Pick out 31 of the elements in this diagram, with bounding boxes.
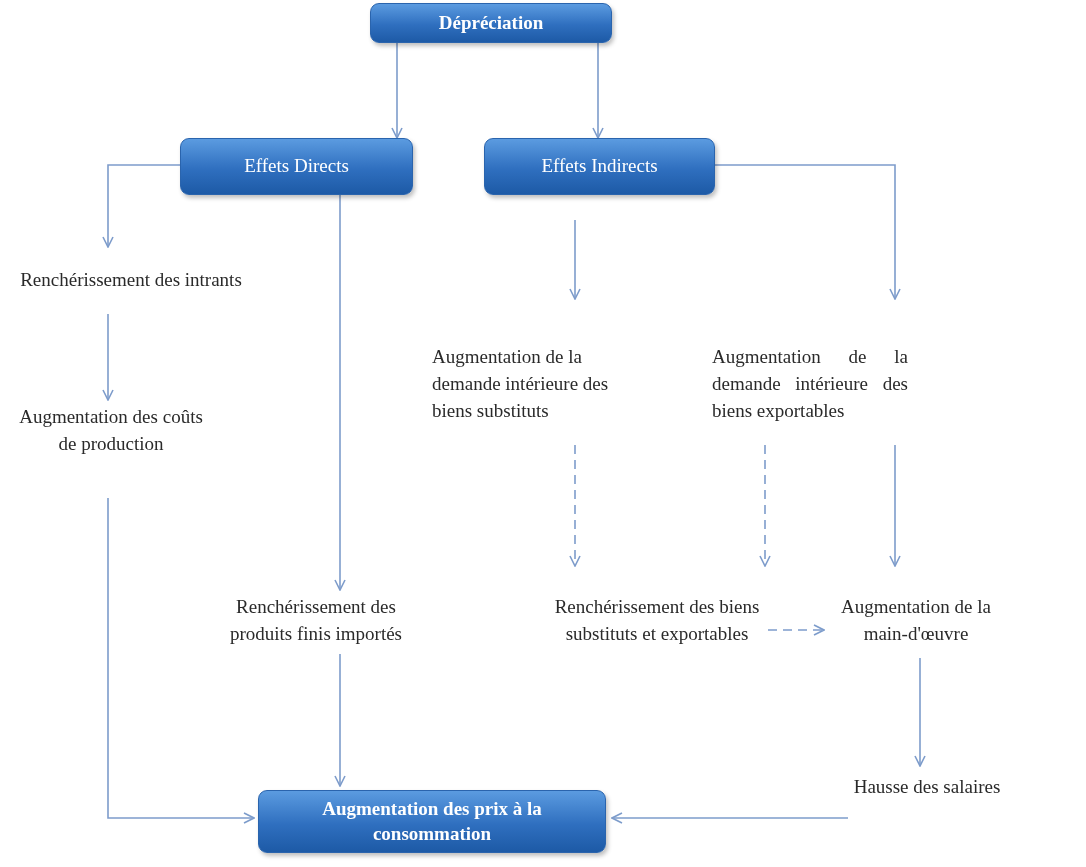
arrow <box>334 653 346 787</box>
arrow <box>102 164 181 248</box>
box-label: Dépréciation <box>438 10 544 35</box>
flow-text: Hausse des salaires <box>852 774 1002 801</box>
arrow <box>759 444 771 567</box>
box-label: Effets Indirects <box>541 154 658 179</box>
flow-text: Renchérissement des produits finis importés <box>228 594 404 648</box>
arrow <box>767 624 825 636</box>
process-box <box>370 3 612 43</box>
arrow <box>107 497 255 824</box>
process-box <box>258 790 606 853</box>
flow-text: Augmentation de la demande intérieure des biens substituts <box>432 344 612 425</box>
process-box <box>484 138 715 195</box>
flow-text: Augmentation des coûts de production <box>18 404 204 458</box>
flow-text: Augmentation de la main-d'œuvre <box>826 594 1006 648</box>
arrow <box>714 164 901 300</box>
process-box <box>180 138 413 195</box>
arrow <box>391 42 403 139</box>
arrow <box>889 444 901 567</box>
box-label: Effets Directs <box>244 154 349 179</box>
arrow <box>569 219 581 300</box>
flow-text: Renchérissement des intrants <box>4 267 258 294</box>
arrow <box>102 313 114 401</box>
arrow <box>592 42 604 139</box>
flow-text: Augmentation de la demande intérieure des biens exportables <box>712 344 908 425</box>
flow-text: Renchérissement des biens substituts et exportables <box>522 594 792 648</box>
arrow <box>914 657 926 767</box>
box-label: Augmentation des prix à la consommation <box>321 796 543 846</box>
arrow <box>569 444 581 567</box>
arrow <box>334 194 346 591</box>
arrow <box>611 812 849 824</box>
